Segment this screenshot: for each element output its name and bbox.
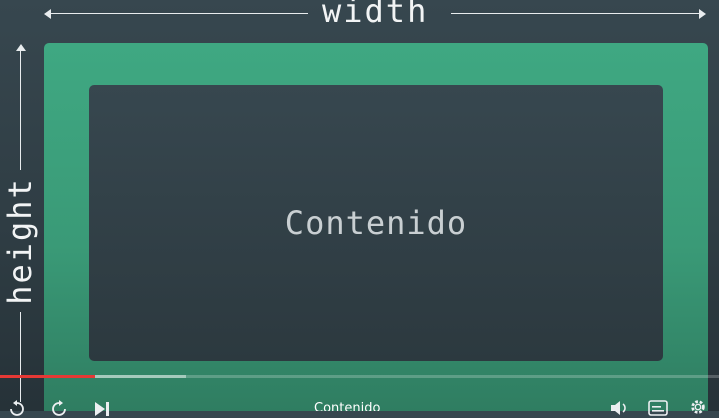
progress-played	[0, 375, 95, 378]
width-dimension-arrow: width	[44, 0, 706, 30]
dimension-line	[20, 50, 21, 170]
arrowhead-right-icon	[699, 9, 706, 19]
dimension-line	[20, 312, 21, 402]
dimension-line	[46, 13, 308, 14]
replay-icon[interactable]	[8, 400, 26, 418]
padding-area: Contenido	[44, 43, 708, 411]
arrowhead-up-icon	[16, 44, 26, 51]
next-icon[interactable]	[94, 402, 110, 418]
height-dimension-arrow: height	[1, 44, 39, 411]
width-label: width	[322, 0, 429, 30]
height-label: height	[1, 177, 39, 305]
content-area: Contenido	[89, 85, 663, 361]
content-label: Contenido	[284, 204, 468, 242]
forward-icon[interactable]	[50, 400, 68, 418]
settings-icon[interactable]	[688, 398, 708, 416]
subtitles-icon[interactable]	[648, 399, 668, 417]
video-progress-bar[interactable]	[0, 375, 719, 378]
chapter-title[interactable]: Contenido	[314, 401, 381, 411]
volume-icon[interactable]	[610, 399, 630, 417]
dimension-line	[451, 13, 704, 14]
player-controls: Contenido	[0, 396, 719, 416]
arrowhead-left-icon	[44, 9, 51, 19]
